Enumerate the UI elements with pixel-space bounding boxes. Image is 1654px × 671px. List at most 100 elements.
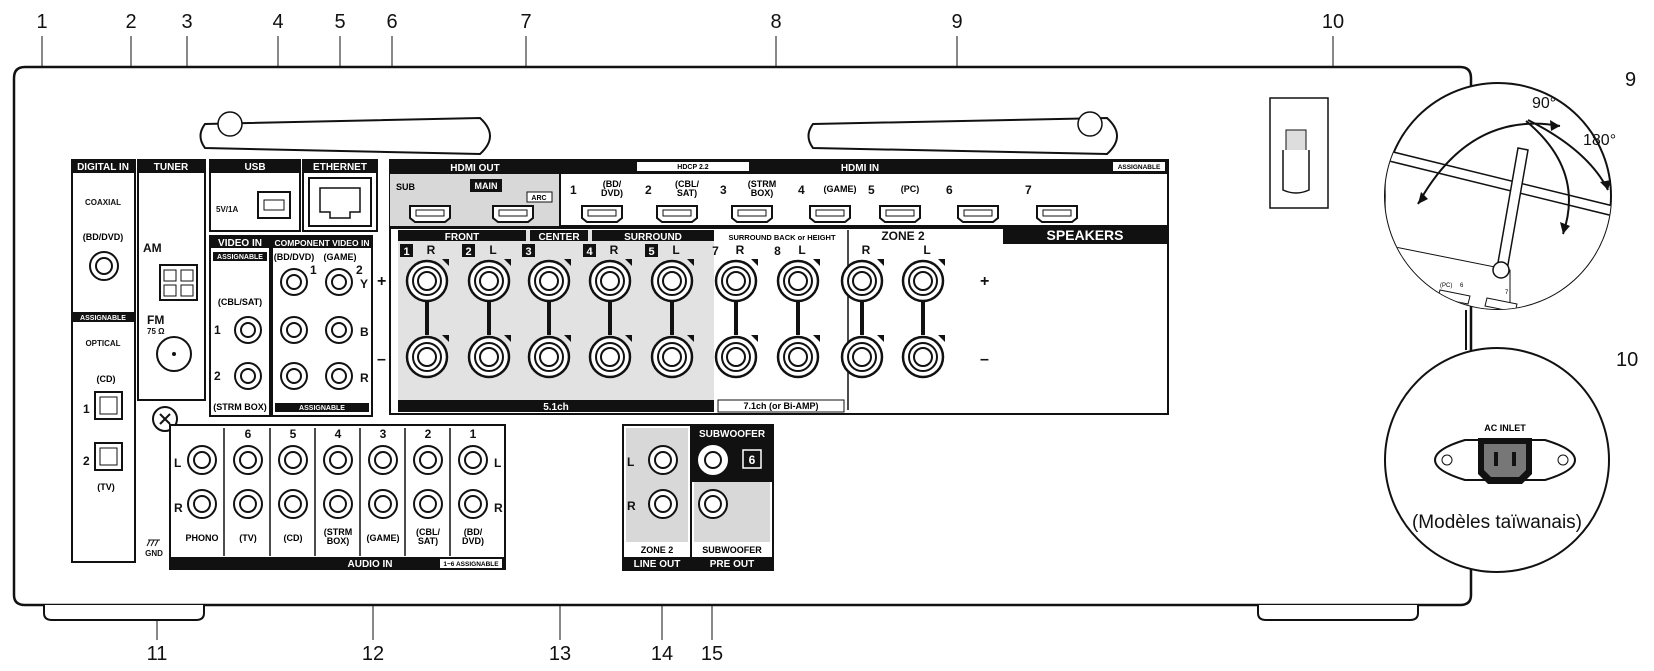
speaker-2-plus-terminal[interactable]	[467, 259, 511, 303]
power-cord	[1269, 97, 1329, 209]
speaker-1-side: R	[427, 243, 436, 257]
speaker-8-minus-terminal[interactable]	[840, 335, 884, 379]
am-label: AM	[143, 241, 162, 255]
callout-6: 6	[386, 11, 397, 33]
component-plus-sign: +	[377, 273, 386, 290]
hdmi-in-2-source: (CBL/	[675, 179, 699, 189]
optical1-source-label: (CD)	[97, 374, 116, 384]
hdmi-in-title: HDMI IN	[841, 163, 879, 174]
audio-in-col-2-number: 6	[245, 427, 252, 441]
callout-11: 11	[147, 643, 168, 665]
audio-in-col-1-source: PHONO	[185, 533, 218, 543]
audio-in-col-4-r-jack[interactable]	[323, 489, 353, 519]
coaxial-label: COAXIAL	[85, 198, 121, 207]
audio-in-col-7-l-jack[interactable]	[458, 445, 488, 475]
line-out-zone2-label: ZONE 2	[641, 545, 674, 555]
speaker-2-badge-bg	[462, 244, 475, 257]
hdmi-in-4-port[interactable]	[809, 205, 851, 223]
hdmi-out-title: HDMI OUT	[450, 163, 499, 174]
audio-in-col-1-r-jack[interactable]	[187, 489, 217, 519]
hdmi-in-3-source: (STRM	[748, 179, 777, 189]
speaker-5-plus-terminal[interactable]	[650, 259, 694, 303]
audio-in-col-2-r-jack[interactable]	[233, 489, 263, 519]
tuner-panel: TUNER AM FM 75 Ω	[137, 159, 206, 401]
audio-in-col-5-r-jack[interactable]	[368, 489, 398, 519]
speaker-6-badge: 7	[712, 244, 719, 258]
audio-in-col-1-l-jack[interactable]	[187, 445, 217, 475]
hdmi-in-1-number: 1	[570, 183, 577, 197]
speaker-9-side: L	[923, 243, 930, 257]
hdmi-in-panel: HDMI IN HDCP 2.2 ASSIGNABLE 1(BD/DVD)2(C…	[559, 159, 1169, 227]
callout-2: 2	[125, 11, 136, 33]
surround-back-label: SURROUND BACK or HEIGHT	[728, 233, 836, 242]
audio-in-col-5-l-jack[interactable]	[368, 445, 398, 475]
audio-in-col-4-source: (STRM	[324, 527, 353, 537]
hdmi-out-main-port[interactable]	[492, 205, 534, 223]
center-label: CENTER	[538, 232, 580, 243]
speaker-4-minus-terminal[interactable]	[588, 335, 632, 379]
video-in-1-source: (CBL/SAT)	[218, 297, 262, 307]
optical1-jack[interactable]	[94, 391, 123, 420]
audio-in-col-3-l-jack[interactable]	[278, 445, 308, 475]
audio-in-col-6-r-jack[interactable]	[413, 489, 443, 519]
hdmi-in-1-port[interactable]	[581, 205, 623, 223]
speaker-2-minus-terminal[interactable]	[467, 335, 511, 379]
hdmi-in-6-port[interactable]	[957, 205, 999, 223]
hdmi-in-7-port[interactable]	[1036, 205, 1078, 223]
hdmi-out-sub-label: SUB	[396, 182, 416, 192]
ac-inlet-caption: (Modèles taïwanais)	[1412, 512, 1582, 533]
hdmi-out-sub-port[interactable]	[409, 205, 451, 223]
speaker-7-minus-terminal[interactable]	[776, 335, 820, 379]
speaker-7-plus-terminal[interactable]	[776, 259, 820, 303]
audio-in-col-7-source: (BD/	[464, 527, 483, 537]
hdmi-in-2-port[interactable]	[656, 205, 698, 223]
line-out-l-label: L	[627, 455, 634, 469]
audio-in-col-3-r-jack[interactable]	[278, 489, 308, 519]
inset9-number: 9	[1625, 69, 1636, 91]
speaker-3-plus-terminal[interactable]	[527, 259, 571, 303]
audio-in-col-4-source: BOX)	[327, 536, 350, 546]
audio-in-col-7-r-jack[interactable]	[458, 489, 488, 519]
speaker-1-plus-terminal[interactable]	[405, 259, 449, 303]
audio-in-col-2-l-jack[interactable]	[233, 445, 263, 475]
speaker-3-minus-terminal[interactable]	[527, 335, 571, 379]
usb-panel: USB 5V/1A	[209, 159, 301, 232]
speaker-4-badge-bg	[583, 244, 596, 257]
callout-7: 7	[520, 11, 531, 33]
hdmi-out-arc-label: ARC	[531, 195, 546, 202]
fm-impedance-label: 75 Ω	[147, 327, 165, 336]
ethernet-title: ETHERNET	[313, 162, 367, 173]
hdmi-in-5-port[interactable]	[879, 205, 921, 223]
component-y-label: Y	[360, 277, 368, 291]
hdmi-in-4-source: (GAME)	[824, 184, 857, 194]
optical2-jack[interactable]	[94, 442, 123, 471]
video-in-1-number: 1	[214, 323, 221, 337]
subwoofer-bottom-label: SUBWOOFER	[702, 545, 762, 555]
audio-in-col-4-l-jack[interactable]	[323, 445, 353, 475]
speaker-4-plus-terminal[interactable]	[588, 259, 632, 303]
speaker-9-minus-terminal[interactable]	[901, 335, 945, 379]
inset-6-label: 6	[1460, 283, 1464, 289]
callout-1: 1	[36, 11, 47, 33]
hdmi-in-3-port[interactable]	[731, 205, 773, 223]
hdmi-in-1-source: (BD/	[603, 179, 622, 189]
audio-in-col-2-source: (TV)	[239, 533, 257, 543]
audio-in-col-6-l-jack[interactable]	[413, 445, 443, 475]
speaker-1-minus-terminal[interactable]	[405, 335, 449, 379]
speakers-title: SPEAKERS	[1046, 227, 1123, 243]
speaker-5-minus-terminal[interactable]	[650, 335, 694, 379]
speaker-9-plus-terminal[interactable]	[901, 259, 945, 303]
speaker-6-plus-terminal[interactable]	[714, 259, 758, 303]
hdcp-label: HDCP 2.2	[677, 164, 708, 171]
hdmi-in-3-number: 3	[720, 183, 727, 197]
speaker-plus-sign: +	[980, 273, 989, 290]
speaker-6-minus-terminal[interactable]	[714, 335, 758, 379]
speaker-8-plus-terminal[interactable]	[840, 259, 884, 303]
callout-5: 5	[334, 11, 345, 33]
optical2-source-label: (TV)	[97, 482, 115, 492]
callout-12: 12	[362, 643, 384, 665]
component-1-source: (BD/DVD)	[274, 252, 315, 262]
callout-10: 10	[1322, 11, 1344, 33]
video-in-assignable: ASSIGNABLE	[217, 254, 263, 261]
component-jacks[interactable]	[280, 268, 353, 390]
